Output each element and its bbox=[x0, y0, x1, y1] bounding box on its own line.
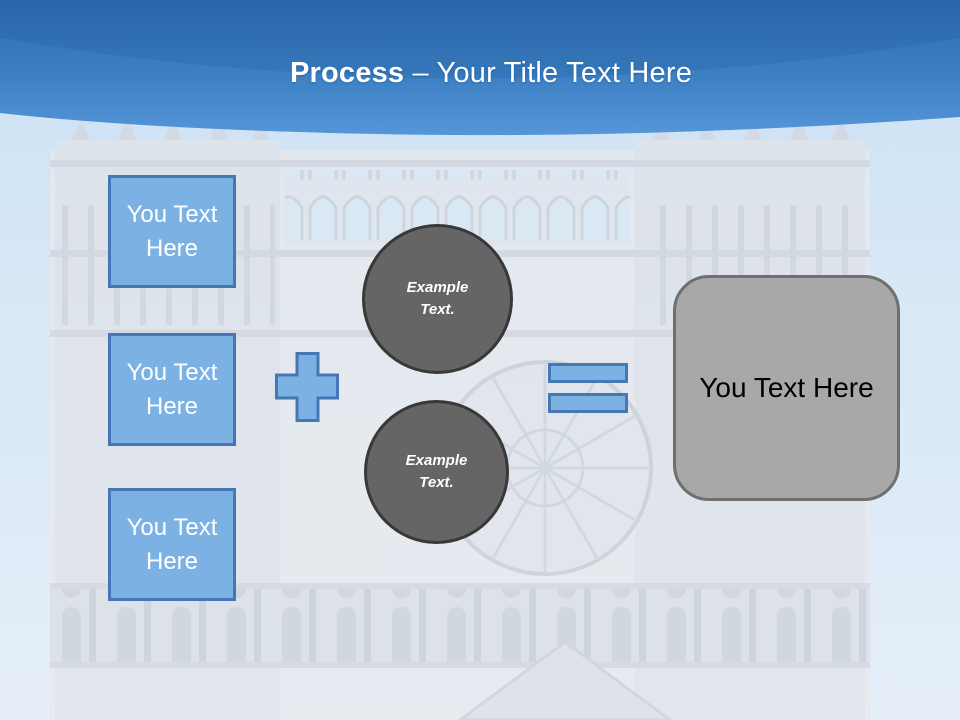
equals-icon[interactable] bbox=[548, 363, 628, 413]
result-box-label: You Text Here bbox=[699, 372, 874, 403]
title-band bbox=[0, 0, 960, 136]
slide-title-keyword: Process bbox=[289, 57, 405, 89]
equals-bottom-bar bbox=[548, 393, 628, 413]
slide-title-rest: – Your Title Text Here bbox=[404, 57, 693, 89]
process-input-box-3-label: You Text Here bbox=[126, 514, 218, 575]
process-input-box-2[interactable]: You Text Here bbox=[108, 333, 236, 446]
example-circle-1[interactable]: Example Text. bbox=[362, 224, 513, 374]
process-input-box-3[interactable]: You Text Here bbox=[108, 488, 236, 601]
process-input-box-1[interactable]: You Text Here bbox=[108, 175, 236, 288]
plus-icon[interactable] bbox=[275, 352, 339, 422]
equals-top-bar bbox=[548, 363, 628, 383]
result-box[interactable]: You Text Here bbox=[673, 275, 900, 501]
slide-title: Process – Your Title Text Here bbox=[0, 57, 960, 90]
example-circle-2-label: Example Text. bbox=[405, 451, 468, 492]
process-input-box-1-label: You Text Here bbox=[126, 201, 218, 262]
process-input-box-2-label: You Text Here bbox=[126, 359, 218, 420]
example-circle-1-label: Example Text. bbox=[406, 278, 469, 319]
example-circle-2[interactable]: Example Text. bbox=[364, 400, 509, 544]
